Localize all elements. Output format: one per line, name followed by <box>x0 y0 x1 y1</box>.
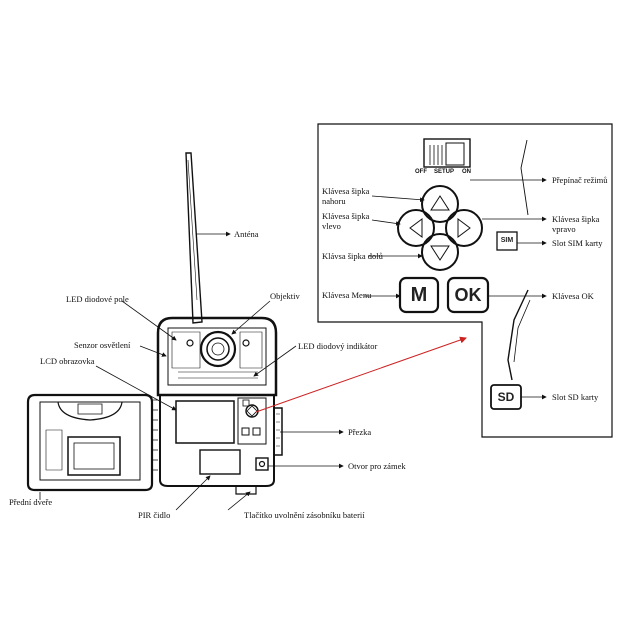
label-strap: Přezka <box>348 427 372 437</box>
label-pir: PIR čidlo <box>138 510 171 520</box>
label-key-down: Klávsa šipka dolů <box>322 251 383 261</box>
menu-key: M <box>410 284 428 306</box>
switch-on-label: ON <box>462 169 471 175</box>
label-sim-slot: Slot SIM karty <box>552 238 603 248</box>
switch-off-label: OFF <box>415 169 427 175</box>
label-key-left: Klávesa šipka vlevo <box>322 211 370 231</box>
label-lock-hole: Otvor pro zámek <box>348 461 406 471</box>
sim-slot: SIM <box>500 237 514 244</box>
label-led-indicator: LED diodový indikátor <box>298 341 378 351</box>
front-door <box>26 393 154 492</box>
label-light-sensor: Senzor osvětlení <box>74 340 131 350</box>
label-antenna: Anténa <box>234 229 259 239</box>
label-key-ok: Klávesa OK <box>552 291 594 301</box>
label-key-right: Klávesa šipka vpravo <box>552 214 600 234</box>
label-lens: Objektiv <box>270 291 300 301</box>
label-sd-slot: Slot SD karty <box>552 392 599 402</box>
label-front-door: Přední dveře <box>9 497 53 507</box>
label-led-panel: LED diodové pole <box>66 294 129 304</box>
callout-lines <box>39 177 547 511</box>
inset-panel <box>317 123 613 438</box>
label-battery-button: Tlačítko uvolnění zásobníku baterií <box>244 510 365 520</box>
label-mode-switch: Přepínač režimů <box>552 175 608 185</box>
sd-slot: SD <box>497 390 515 404</box>
label-key-menu: Klávesa Menu <box>322 290 372 300</box>
label-lcd: LCD obrazovka <box>40 356 95 366</box>
switch-setup-label: SETUP <box>434 169 455 175</box>
zoom-pointer <box>255 336 467 413</box>
antenna <box>185 152 203 324</box>
camera-top-housing <box>156 316 278 397</box>
label-key-up: Klávesa šipka nahoru <box>322 186 370 206</box>
ok-key: OK <box>454 285 482 305</box>
